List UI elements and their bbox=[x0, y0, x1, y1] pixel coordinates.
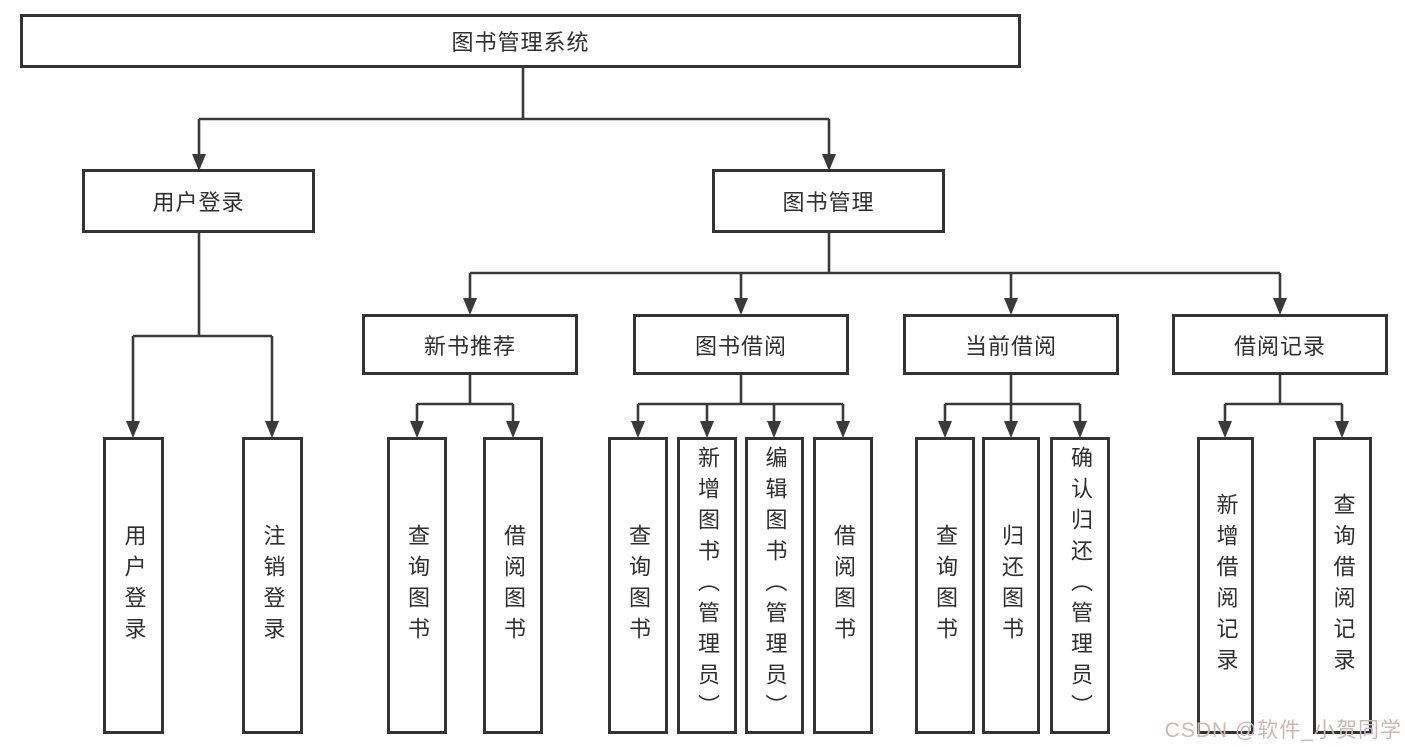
arrow-down-icon bbox=[506, 421, 520, 438]
arrow-down-icon bbox=[126, 421, 140, 438]
arrow-down-icon bbox=[1004, 298, 1018, 315]
node-label: 图书管理系统 bbox=[451, 30, 590, 55]
csdn-watermark: CSDN @软件_小贺同学 bbox=[1164, 719, 1402, 742]
node-label: 借阅图书 bbox=[501, 523, 526, 648]
arrow-down-icon bbox=[1073, 421, 1087, 438]
arrow-down-icon bbox=[410, 421, 424, 438]
leaf-borrow-book-2: 借阅图书 bbox=[813, 437, 873, 734]
node-label: 确认归还（管理员） bbox=[1068, 446, 1093, 725]
node-label: 查询图书 bbox=[933, 523, 958, 648]
node-label: 新增图书（管理员） bbox=[695, 446, 720, 725]
node-book-management: 图书管理 bbox=[712, 169, 945, 233]
arrowheads-group bbox=[126, 154, 1349, 438]
arrow-down-icon bbox=[938, 421, 952, 438]
node-label: 借阅图书 bbox=[831, 523, 856, 648]
node-label: 查询图书 bbox=[626, 523, 651, 648]
leaf-add-book-admin: 新增图书（管理员） bbox=[677, 437, 737, 734]
leaf-query-book-2: 查询图书 bbox=[608, 437, 668, 734]
node-label: 图书管理 bbox=[782, 190, 875, 215]
arrow-down-icon bbox=[265, 421, 279, 438]
node-label: 注销登录 bbox=[260, 523, 286, 648]
arrow-down-icon bbox=[631, 421, 645, 438]
arrow-down-icon bbox=[192, 154, 206, 171]
node-current-borrow: 当前借阅 bbox=[903, 314, 1119, 375]
arrow-down-icon bbox=[700, 421, 714, 438]
arrow-down-icon bbox=[1335, 421, 1349, 438]
node-borrow-records: 借阅记录 bbox=[1172, 314, 1388, 375]
arrow-down-icon bbox=[822, 154, 836, 171]
leaf-logout: 注销登录 bbox=[242, 437, 303, 734]
leaf-add-borrow-record: 新增借阅记录 bbox=[1197, 437, 1254, 734]
arrow-down-icon bbox=[1273, 298, 1287, 315]
node-new-book-recommend: 新书推荐 bbox=[362, 314, 578, 375]
node-label: 编辑图书（管理员） bbox=[762, 446, 788, 725]
node-label: 查询借阅记录 bbox=[1330, 492, 1356, 679]
arrow-down-icon bbox=[463, 298, 477, 315]
node-library-system: 图书管理系统 bbox=[20, 14, 1021, 68]
node-label: 借阅记录 bbox=[1233, 333, 1326, 359]
leaf-return-book: 归还图书 bbox=[982, 437, 1040, 734]
leaf-query-borrow-record: 查询借阅记录 bbox=[1313, 437, 1372, 734]
node-label: 用户登录 bbox=[152, 190, 245, 215]
node-label: 图书借阅 bbox=[694, 333, 787, 359]
node-label: 归还图书 bbox=[999, 523, 1024, 648]
leaf-query-book-1: 查询图书 bbox=[387, 437, 447, 734]
node-book-borrow: 图书借阅 bbox=[633, 314, 849, 375]
node-label: 新书推荐 bbox=[423, 333, 516, 359]
arrow-down-icon bbox=[1004, 421, 1018, 438]
leaf-query-book-3: 查询图书 bbox=[915, 437, 975, 734]
node-label: 当前借阅 bbox=[964, 333, 1057, 359]
node-label: 查询图书 bbox=[405, 523, 430, 648]
arrow-down-icon bbox=[767, 421, 781, 438]
leaf-borrow-book-1: 借阅图书 bbox=[483, 437, 543, 734]
arrow-down-icon bbox=[836, 421, 850, 438]
leaf-confirm-return-admin: 确认归还（管理员） bbox=[1050, 437, 1110, 734]
leaf-edit-book-admin: 编辑图书（管理员） bbox=[745, 437, 804, 734]
leaf-user-login: 用户登录 bbox=[103, 437, 164, 734]
node-label: 用户登录 bbox=[121, 523, 147, 648]
arrow-down-icon bbox=[1218, 421, 1232, 438]
arrow-down-icon bbox=[734, 298, 748, 315]
node-user-login: 用户登录 bbox=[82, 169, 315, 233]
node-label: 新增借阅记录 bbox=[1213, 492, 1239, 679]
connector-path bbox=[131, 68, 1344, 423]
